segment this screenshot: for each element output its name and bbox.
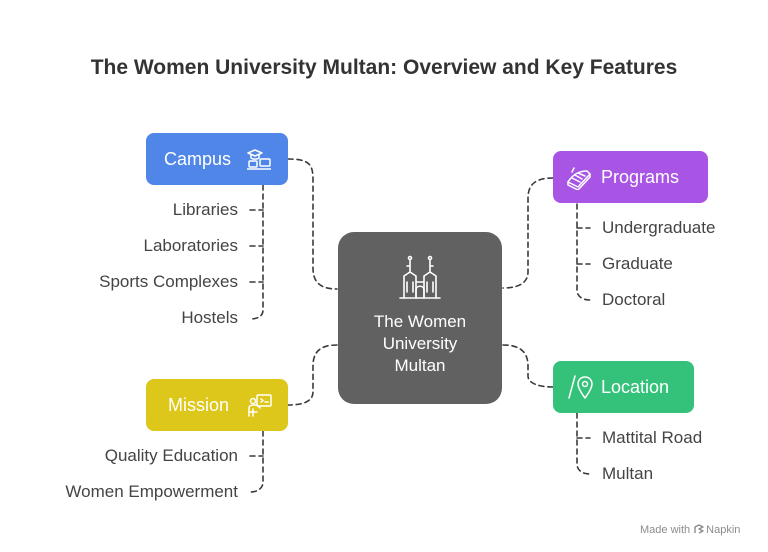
university-building-icon — [399, 255, 441, 299]
programs-node: Programs — [553, 151, 708, 203]
location-node: Location — [553, 361, 694, 413]
napkin-brand: Napkin — [706, 524, 741, 536]
programs-item-doctoral: Doctoral — [602, 290, 666, 309]
campus-item-sports-complexes: Sports Complexes — [99, 272, 238, 291]
connector-location-items — [576, 412, 591, 475]
connector-programs-items — [576, 203, 591, 301]
connector-campus-items — [249, 184, 264, 320]
map-pin-icon — [568, 375, 593, 399]
footer-credit: Made with Napkin — [640, 524, 740, 536]
location-item-mattital-road: Mattital Road — [602, 428, 703, 447]
location-label: Location — [601, 377, 670, 397]
campus-item-libraries: Libraries — [172, 200, 238, 219]
mission-item-quality-education: Quality Education — [104, 446, 238, 465]
connector-mission — [287, 344, 338, 406]
made-with-text: Made with — [640, 524, 691, 536]
campus-label: Campus — [164, 149, 232, 169]
programs-item-undergraduate: Undergraduate — [602, 218, 716, 237]
programs-label: Programs — [601, 167, 680, 187]
book-icon — [567, 167, 591, 190]
connector-programs — [502, 177, 554, 289]
connector-mission-items — [249, 430, 264, 493]
page-title: The Women University Multan: Overview an… — [90, 56, 678, 79]
mission-label: Mission — [168, 395, 230, 415]
campus-item-hostels: Hostels — [181, 308, 238, 327]
campus-item-laboratories: Laboratories — [143, 236, 238, 255]
center-label: The Women University Multan — [373, 312, 467, 375]
mission-node: Mission — [146, 379, 288, 431]
campus-node: Campus — [146, 133, 288, 185]
location-item-multan: Multan — [602, 464, 654, 483]
teacher-board-icon — [248, 394, 272, 417]
mission-item-women-empowerment: Women Empowerment — [65, 482, 238, 501]
center-node: The Women University Multan — [338, 232, 502, 404]
connector-location — [502, 344, 554, 388]
campus-computer-icon — [247, 149, 271, 170]
napkin-logo-icon — [694, 524, 704, 534]
programs-item-graduate: Graduate — [602, 254, 673, 273]
connector-campus — [287, 158, 338, 290]
